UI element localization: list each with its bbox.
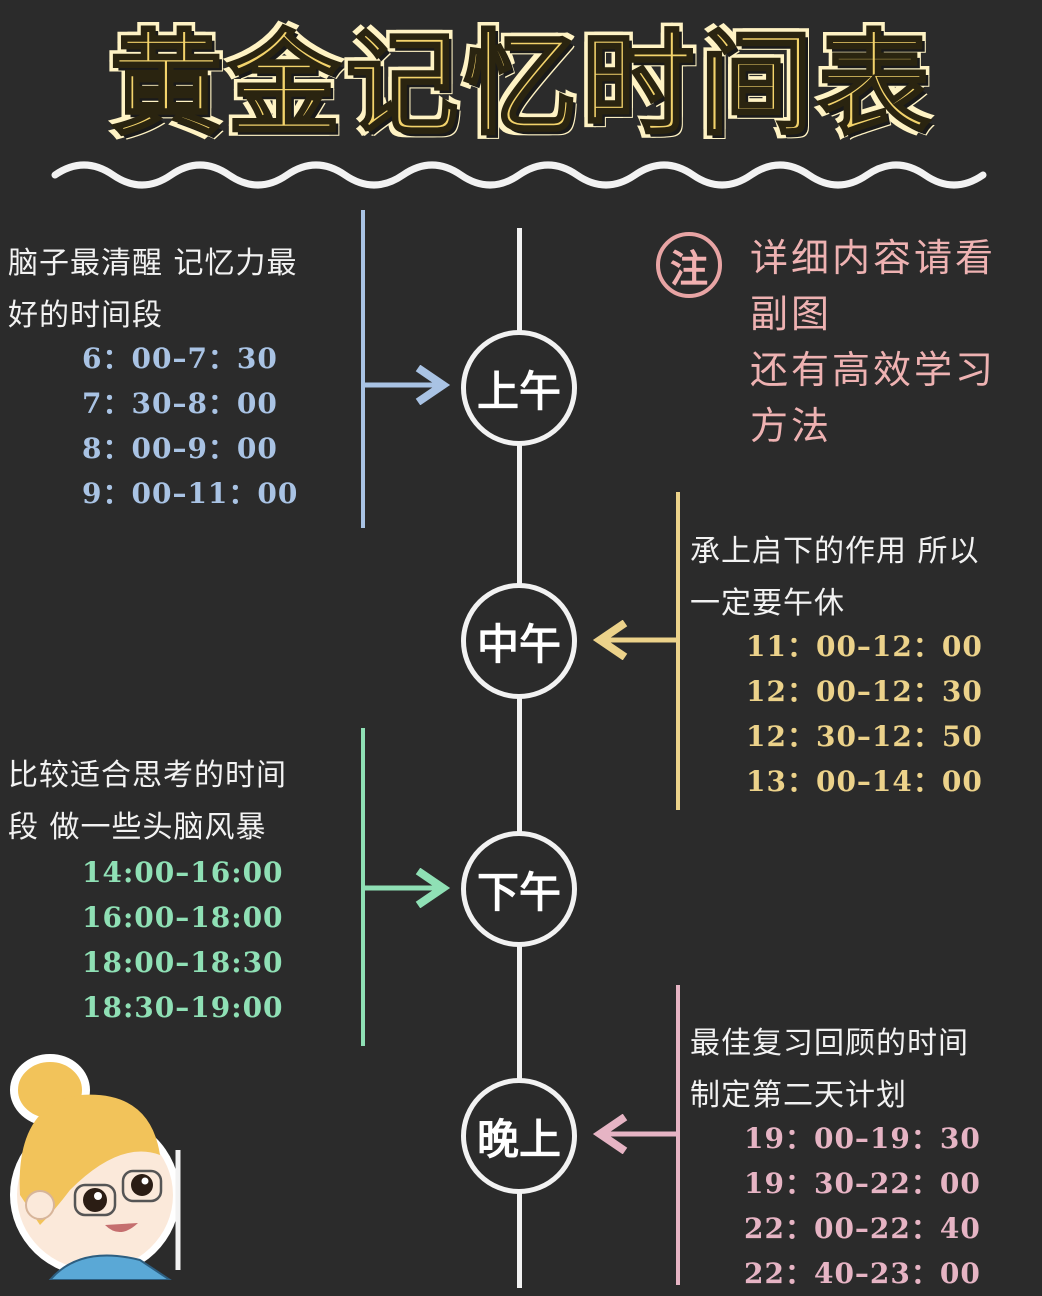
note-line: 详细内容请看: [750, 236, 997, 280]
node-evening: 晚上: [461, 1078, 577, 1194]
title-char: 间: [699, 19, 814, 152]
note-text: 详细内容请看 副图 还有高效学习 方法: [750, 230, 1042, 454]
time-slot: 8：00–9：00: [82, 432, 278, 465]
desc-line: 好的时间段: [8, 298, 163, 333]
time-slot: 18:30–19:00: [82, 991, 284, 1024]
node-afternoon: 下午: [461, 831, 577, 947]
title-char: 忆: [463, 19, 578, 152]
desc-line: 段 做一些头脑风暴: [8, 810, 267, 845]
period-description: 脑子最清醒 记忆力最 好的时间段: [8, 238, 298, 342]
time-slot: 9：00–11：00: [82, 477, 299, 510]
time-slot: 19：30–22：00: [744, 1167, 981, 1200]
wave-divider: [51, 161, 987, 189]
title-char: 表: [817, 19, 932, 152]
node-morning: 上午: [461, 330, 577, 446]
title-char: 时: [581, 19, 696, 152]
time-slot: 11：00–12：00: [746, 630, 983, 663]
time-slot: 12：30–12：50: [746, 720, 983, 753]
bracket-line: [676, 985, 680, 1285]
teacher-cartoon-icon: [10, 1054, 181, 1280]
arrow-right-icon: [363, 868, 451, 908]
period-description: 比较适合思考的时间 段 做一些头脑风暴: [8, 750, 287, 854]
period-description: 最佳复习回顾的时间 制定第二天计划: [690, 1018, 969, 1122]
page-title: 黄 金 记 忆 时 间 表: [60, 19, 980, 152]
time-list: 14:00–16:00 16:00–18:00 18:00–18:30 18:3…: [82, 850, 284, 1030]
arrow-left-icon: [592, 1114, 680, 1154]
time-slot: 12：00–12：30: [746, 675, 983, 708]
time-slot: 22：00–22：40: [744, 1212, 981, 1245]
time-slot: 22：40–23：00: [744, 1257, 981, 1290]
time-slot: 7：30–8：00: [82, 387, 278, 420]
arrow-right-icon: [363, 365, 451, 405]
bracket-line: [676, 492, 680, 810]
time-slot: 19：00–19：30: [744, 1122, 981, 1155]
node-noon: 中午: [461, 583, 577, 699]
time-slot: 6：00–7：30: [82, 342, 278, 375]
time-list: 6：00–7：30 7：30–8：00 8：00–9：00 9：00–11：00: [82, 336, 298, 516]
desc-line: 脑子最清醒 记忆力最: [8, 246, 298, 281]
timeline-spine: [517, 228, 522, 1288]
title-char: 黄: [109, 19, 224, 152]
desc-line: 比较适合思考的时间: [8, 758, 287, 793]
note-badge: 注: [656, 232, 722, 298]
time-slot: 16:00–18:00: [82, 901, 284, 934]
title-char: 金: [227, 19, 342, 152]
time-slot: 18:00–18:30: [82, 946, 284, 979]
arrow-left-icon: [592, 620, 680, 660]
bracket-line: [361, 210, 365, 528]
desc-line: 承上启下的作用 所以: [690, 534, 980, 569]
time-list: 19：00–19：30 19：30–22：00 22：00–22：40 22：4…: [744, 1116, 981, 1296]
title-char: 记: [345, 19, 460, 152]
desc-line: 制定第二天计划: [690, 1078, 907, 1113]
note-line: 方法: [750, 404, 833, 448]
time-slot: 14:00–16:00: [82, 856, 284, 889]
desc-line: 最佳复习回顾的时间: [690, 1026, 969, 1061]
time-slot: 13：00–14：00: [746, 765, 983, 798]
note-line: 副图: [750, 292, 833, 336]
period-description: 承上启下的作用 所以 一定要午休: [690, 526, 980, 630]
time-list: 11：00–12：00 12：00–12：30 12：30–12：50 13：0…: [746, 624, 983, 804]
note-line: 还有高效学习: [750, 348, 997, 392]
desc-line: 一定要午休: [690, 586, 845, 621]
